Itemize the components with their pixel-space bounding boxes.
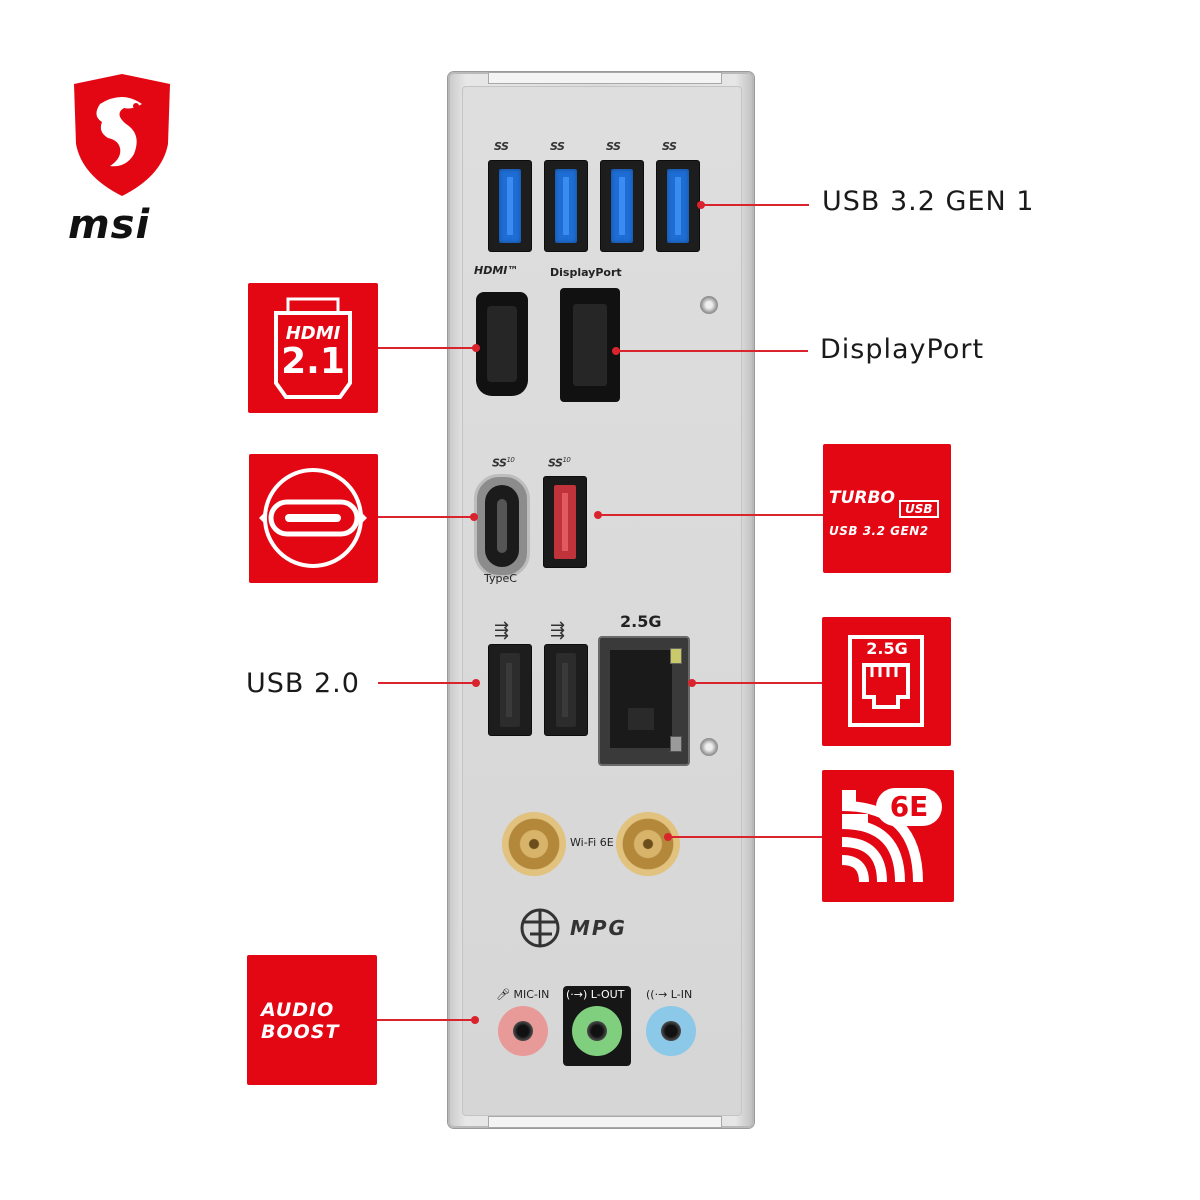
leader-dot	[472, 679, 480, 687]
wifi-badge-text: 6E	[889, 790, 929, 823]
screw	[700, 296, 718, 314]
mic-in-jack	[498, 1006, 548, 1056]
usb-trident-icon: ⇶	[550, 620, 566, 641]
lan-speed-led	[670, 736, 682, 752]
audio-boost-line2: BOOST	[261, 1021, 340, 1043]
io-shield-plate	[462, 86, 742, 1116]
mpg-wordmark: MPG	[570, 916, 627, 940]
leader-line	[701, 204, 809, 206]
usb-trident-icon: ⇶	[494, 620, 510, 641]
screw	[700, 738, 718, 756]
wifi-antenna-connector	[502, 812, 566, 876]
usb3-port	[544, 160, 588, 252]
typec-badge	[249, 454, 378, 583]
wifi-antenna-connector	[616, 812, 680, 876]
dragon-shield-icon	[74, 74, 170, 196]
wifi-signal-icon	[841, 788, 942, 883]
hdmi-connector-icon	[274, 297, 352, 399]
leader-line	[598, 514, 824, 516]
ss-logo: SS	[606, 140, 621, 153]
hdmi-badge-text: HDMI	[285, 323, 341, 344]
displayport-port	[560, 288, 620, 402]
shield-bottom-notch	[488, 1116, 722, 1128]
mpg-mark: MPG	[516, 904, 666, 956]
usb-typec-icon	[259, 468, 367, 568]
leader-dot	[664, 833, 672, 841]
leader-dot	[470, 513, 478, 521]
usb2-port	[544, 644, 588, 736]
hdmi-21-badge: HDMI 2.1	[248, 283, 378, 413]
ss-logo: SS	[550, 140, 565, 153]
hdmi-port	[476, 292, 528, 396]
leader-line	[616, 350, 808, 352]
usb3-port	[488, 160, 532, 252]
lan-port	[598, 636, 690, 766]
leader-dot	[688, 679, 696, 687]
line-out-icon: (·→)	[566, 988, 588, 1001]
turbo-text: TURBO	[829, 488, 895, 508]
lan-25g-badge: 2.5G	[822, 617, 951, 746]
displayport-callout: DisplayPort	[820, 334, 985, 365]
line-in-jack	[646, 1006, 696, 1056]
audio-boost-badge: AUDIO BOOST	[247, 955, 377, 1085]
microphone-icon: 🎤︎	[496, 988, 510, 1001]
usb3-port	[600, 160, 644, 252]
leader-dot	[472, 344, 480, 352]
mic-in-label: 🎤︎ MIC-IN	[496, 988, 550, 1001]
audio-boost-line1: AUDIO	[261, 999, 335, 1021]
leader-line	[378, 347, 476, 349]
ethernet-port-icon	[848, 635, 924, 727]
wifi-6e-badge: 6E	[822, 770, 954, 902]
leader-line	[378, 682, 476, 684]
usb32-gen1-callout: USB 3.2 GEN 1	[822, 186, 1035, 217]
mpg-emblem-icon	[520, 908, 560, 948]
leader-line	[668, 836, 824, 838]
line-in-icon: ((·→	[646, 988, 668, 1001]
usb-typec-port	[474, 474, 530, 578]
usb2-port	[488, 644, 532, 736]
turbo-usb-badge: TURBO USB USB 3.2 GEN2	[823, 444, 951, 573]
lan-activity-led	[670, 648, 682, 664]
shield-top-notch	[488, 72, 722, 84]
leader-line	[378, 516, 474, 518]
displayport-label: DisplayPort	[550, 266, 622, 279]
turbo-usb-tag: USB	[899, 500, 939, 518]
lan-label: 2.5G	[620, 612, 662, 631]
ss-logo: SS10	[492, 456, 515, 470]
hdmi-label: HDMI™	[474, 264, 519, 277]
leader-line	[692, 682, 824, 684]
hdmi-badge-version: 2.1	[281, 341, 345, 382]
line-in-label: ((·→ L-IN	[646, 988, 693, 1001]
usb3-port	[656, 160, 700, 252]
line-out-jack	[572, 1006, 622, 1056]
msi-logo: msi	[62, 70, 182, 260]
leader-dot	[471, 1016, 479, 1024]
ss-logo: SS	[662, 140, 677, 153]
turbo-gen-text: USB 3.2 GEN2	[829, 524, 929, 538]
lan-badge-text: 2.5G	[866, 639, 908, 658]
line-out-label: (·→) L-OUT	[566, 988, 625, 1001]
ss-logo: SS10	[548, 456, 571, 470]
usb20-callout: USB 2.0	[246, 668, 360, 699]
leader-line	[377, 1019, 475, 1021]
ss-logo: SS	[494, 140, 509, 153]
msi-wordmark: msi	[68, 202, 151, 248]
usb-gen2-port	[543, 476, 587, 568]
wifi-label: Wi-Fi 6E	[570, 836, 614, 849]
typec-label: TypeC	[484, 572, 517, 585]
